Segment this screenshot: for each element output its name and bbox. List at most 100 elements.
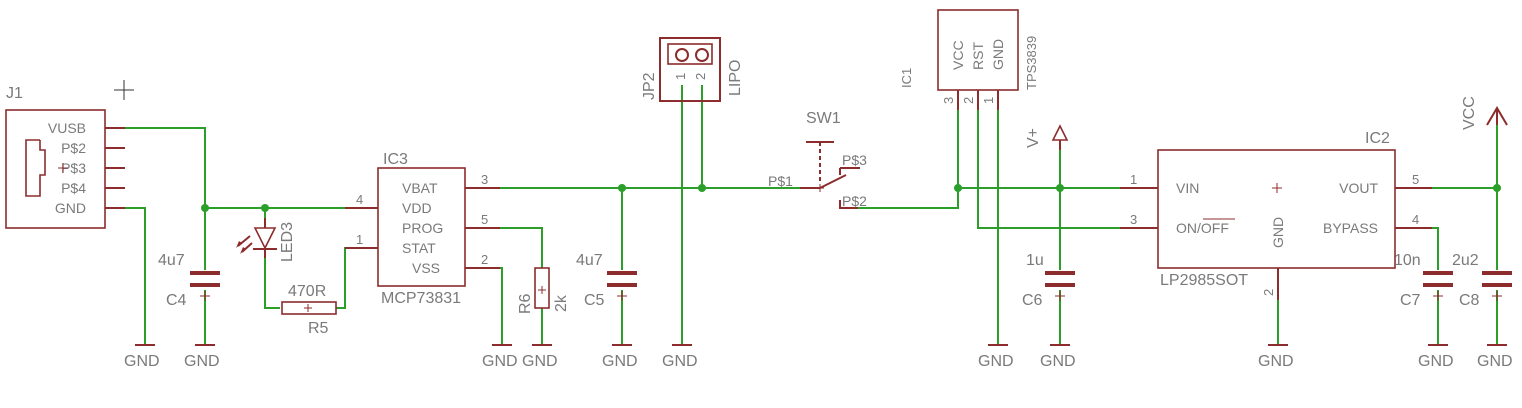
gnd-symbol: GND [602, 344, 638, 370]
gnd-label: GND [1418, 353, 1454, 370]
wire-vusb [105, 127, 206, 208]
ic3-part: MCP73831 [381, 290, 461, 307]
ic2-pin-bypass: BYPASS [1323, 220, 1378, 236]
junction-dot [201, 204, 209, 212]
ic3-pin-prog: PROG [402, 220, 443, 236]
ic2-pinnum-bypass: 4 [1412, 212, 1419, 227]
gnd-label: GND [1477, 353, 1513, 370]
ic1-name: IC1 [899, 68, 914, 88]
r5-name: R5 [308, 320, 329, 337]
vplus-label: V+ [1025, 128, 1042, 148]
wire-led-r5 [264, 248, 280, 309]
junction-dot [954, 184, 962, 192]
vcc-label: VCC [1461, 96, 1478, 130]
wire-prog [465, 227, 543, 268]
wire-ic1-rst [977, 90, 1158, 229]
c6-name: C6 [1022, 292, 1043, 309]
j1-pin-gnd: GND [55, 200, 86, 216]
c8-name: C8 [1459, 292, 1480, 309]
gnd-symbol: GND [522, 344, 558, 370]
connector-jp2: 1 2 JP2 LIPO [641, 37, 744, 102]
ic3-pinnum-vbat: 3 [481, 172, 488, 187]
c4-name: C4 [166, 292, 187, 309]
led3-name: LED3 [279, 222, 296, 262]
wires [105, 85, 1498, 345]
gnd-label: GND [184, 353, 220, 370]
ic1-pinnum-gnd: 1 [981, 97, 996, 104]
gnd-symbol: GND [184, 344, 220, 370]
ic2-name: IC2 [1365, 130, 1390, 147]
gnd-symbol: GND [662, 344, 698, 370]
ic1-pin-vcc: VCC [950, 40, 966, 70]
ic2-pinnum-vin: 1 [1130, 172, 1137, 187]
sw1-name: SW1 [806, 110, 841, 127]
junction-dot [698, 184, 706, 192]
jp2-name: JP2 [641, 72, 658, 100]
jp2-pin1: 1 [673, 73, 688, 80]
c5-value: 4u7 [576, 252, 603, 269]
gnd-symbol: GND [482, 344, 518, 370]
junction-dot [261, 204, 269, 212]
ic1-part: TPS3839 [1024, 36, 1039, 90]
gnd-symbol: GND [1040, 344, 1076, 370]
gnd-label: GND [978, 353, 1014, 370]
ic3-pin-stat: STAT [402, 240, 436, 256]
j1-pin-p2: P$2 [61, 140, 86, 156]
gnd-label: GND [602, 353, 638, 370]
c5-name: C5 [584, 292, 605, 309]
ic3-pinnum-stat: 1 [356, 232, 363, 247]
c7-name: C7 [1400, 292, 1421, 309]
ic1-pin-rst: RST [970, 42, 986, 70]
r6-name: R6 [517, 293, 534, 314]
resistor-r6: R6 2k [517, 267, 570, 314]
ic2-pinnum-gnd: 2 [1261, 289, 1276, 296]
c8-value: 2u2 [1452, 252, 1479, 269]
j1-pin-vusb: VUSB [48, 120, 86, 136]
j1-pin-p3: P$3 [61, 160, 86, 176]
gnd-symbol: GND [1258, 344, 1294, 370]
gnd-label: GND [1258, 353, 1294, 370]
junctions [201, 184, 1501, 212]
ic3-pin-vbat: VBAT [402, 180, 438, 196]
r6-value: 2k [553, 294, 570, 312]
supply-vcc: VCC [1461, 96, 1508, 130]
ic2-part: LP2985SOT [1160, 272, 1248, 289]
ic2-pin-vin: VIN [1176, 180, 1199, 196]
gnd-label: GND [1040, 353, 1076, 370]
sw1-pin3: P$3 [842, 152, 867, 168]
gnd-label: GND [482, 353, 518, 370]
c7-value: 10n [1394, 252, 1421, 269]
jp2-pin2: 2 [693, 73, 708, 80]
origin-cross [58, 163, 68, 173]
switch-sw1: SW1 P$1 P$2 P$3 [768, 110, 867, 209]
gnd-label: GND [522, 353, 558, 370]
ic1-pinnum-rst: 2 [961, 97, 976, 104]
ic2-pinnum-onoff: 3 [1130, 212, 1137, 227]
gnd-symbol: GND [978, 344, 1014, 370]
connector-j1: J1 VUSB P$2 P$3 P$4 GND [5, 85, 125, 229]
ic1-pinnum-vcc: 3 [941, 97, 956, 104]
capacitor-c6: 1u C6 [1022, 252, 1075, 309]
led-led3: LED3 [236, 218, 296, 262]
sw1-pin2: P$2 [842, 193, 867, 209]
j1-pin-p4: P$4 [61, 180, 86, 196]
capacitor-c5: 4u7 C5 [576, 252, 637, 309]
j1-name: J1 [6, 85, 23, 102]
gnd-symbol: GND [1477, 344, 1513, 370]
ic-ic2: IC2 VIN VOUT ON/OFF BYPASS GND 1 5 3 4 2… [1120, 130, 1432, 300]
sw1-pin1: P$1 [768, 173, 793, 189]
capacitor-c7: 10n C7 [1394, 252, 1453, 309]
capacitor-c8: 2u2 C8 [1452, 252, 1512, 309]
ic3-name: IC3 [383, 151, 408, 168]
ic1-pin-gnd: GND [990, 39, 1006, 70]
junction-dot [618, 184, 626, 192]
ic2-pin-onoff: ON/OFF [1176, 220, 1229, 236]
gnd-label: GND [662, 353, 698, 370]
light-emission-icon [236, 235, 253, 254]
capacitor-c4: 4u7 C4 [158, 252, 220, 309]
gnd-label: GND [124, 353, 160, 370]
resistor-r5: 470R R5 [281, 283, 337, 337]
ic-ic1: VCC RST GND 3 2 1 IC1 TPS3839 [899, 9, 1039, 110]
gnd-symbol: GND [124, 344, 160, 370]
